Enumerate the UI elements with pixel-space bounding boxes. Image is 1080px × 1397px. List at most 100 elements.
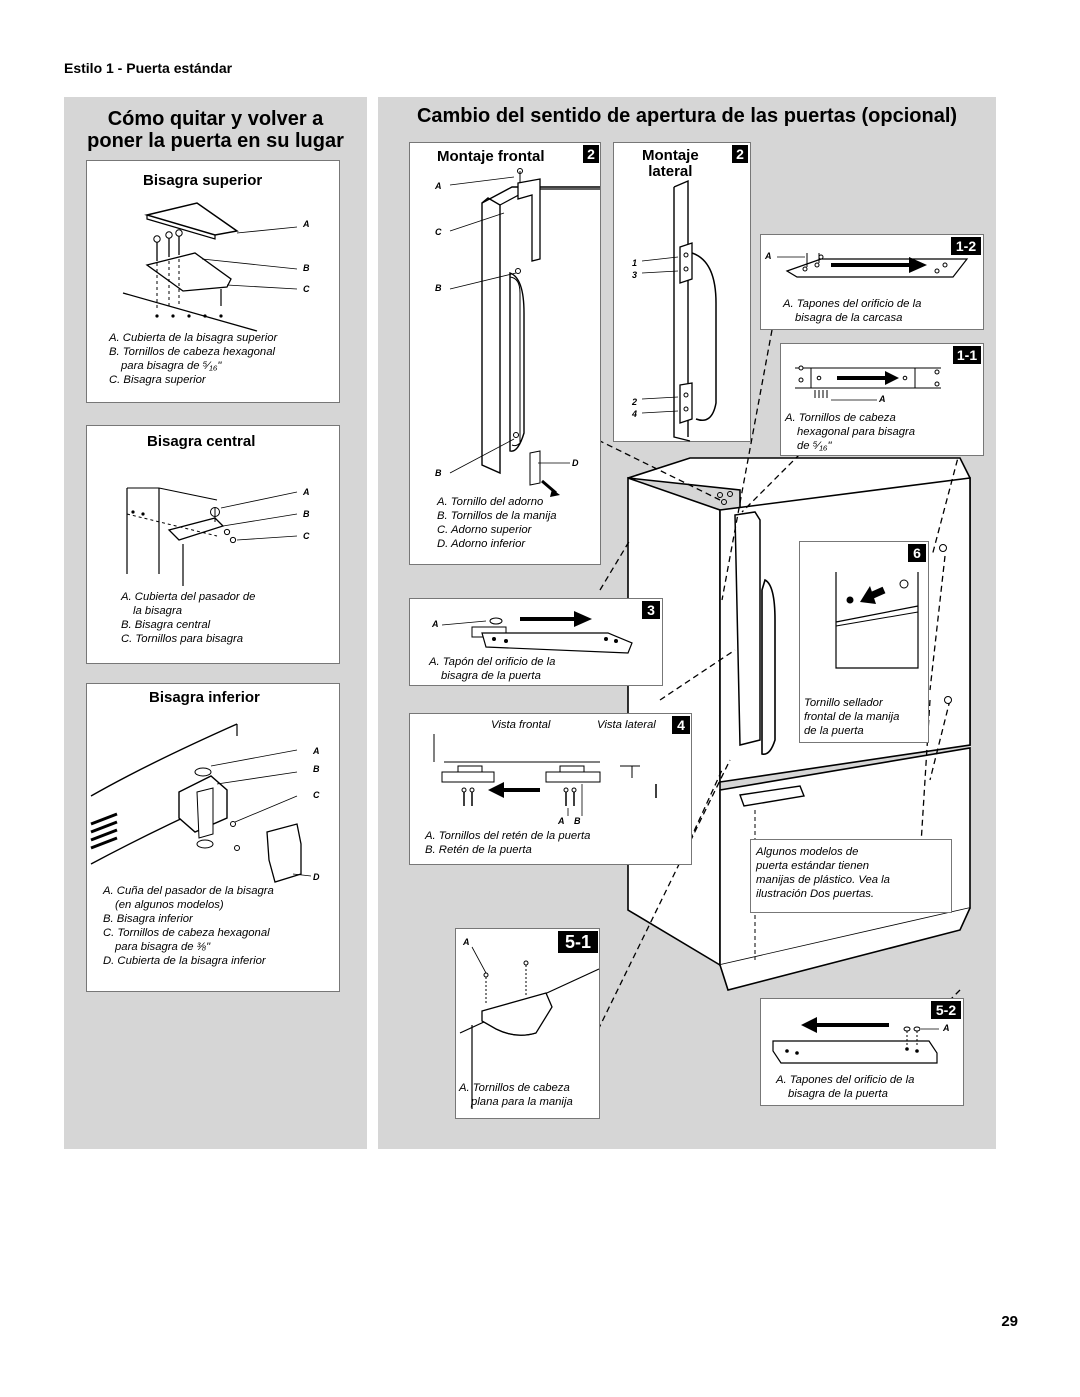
- step-3-box: 3 A A. Tapón del orificio de la bisagra …: [409, 598, 663, 686]
- step-6-caption-2: frontal de la manija: [804, 711, 900, 723]
- step-1-1-captions: A. Tornillos de cabeza hexagonal para bi…: [785, 411, 915, 453]
- step-1-2-box: 1-2 A A. Tapones del orificio de la bisa…: [760, 234, 984, 330]
- step-4-caption-b: B. Retén de la puerta: [425, 844, 532, 856]
- step-4-diagram: [433, 734, 657, 816]
- step-5-2-box: 5-2 A A. Tapones del orificio de la bisa…: [760, 998, 964, 1106]
- top-hinge-title: Bisagra superior: [143, 172, 263, 189]
- bottom-hinge-label-d: D: [313, 872, 320, 882]
- center-hinge-title: Bisagra central: [147, 433, 256, 450]
- front-mount-label-b: B: [435, 283, 442, 293]
- step-5-1-label-a: A: [463, 937, 470, 947]
- step-5-1-captions: A. Tornillos de cabeza plana para la man…: [459, 1081, 573, 1109]
- step-6-caption-3: de la puerta: [804, 725, 864, 737]
- left-panel-title: Cómo quitar y volver a poner la puerta e…: [64, 108, 367, 152]
- top-hinge-caption-b: B. Tornillos de cabeza hexagonal: [109, 346, 276, 358]
- center-hinge-caption-c: C. Tornillos para bisagra: [121, 633, 244, 645]
- step-5-1-box: 5-1 A A. Tornillos de cabeza plana para …: [455, 928, 600, 1119]
- center-hinge-box: Bisagra central A B C A. Cubierta del pa…: [86, 425, 340, 664]
- step-6-box: 6 Tornillo sellador frontal de la manija…: [799, 541, 929, 743]
- front-mount-label-b2: B: [435, 468, 442, 478]
- step-5-1-caption-a2: plana para la manija: [471, 1096, 573, 1108]
- step-5-1-badge: 5-1: [558, 931, 598, 953]
- step-1-2-label-a: A: [765, 251, 772, 261]
- front-mount-captions: A. Tornillo del adorno B. Tornillos de l…: [437, 495, 557, 551]
- bottom-hinge-caption-c: C. Tornillos de cabeza hexagonal: [103, 927, 270, 939]
- side-mount-label-1: 1: [632, 258, 638, 268]
- step-5-2-caption-a: A. Tapones del orificio de la: [776, 1074, 915, 1086]
- note-box: Algunos modelos de puerta estándar tiene…: [750, 839, 952, 913]
- step-1-1-label-a: A: [879, 394, 886, 404]
- top-hinge-caption-a: A. Cubierta de la bisagra superior: [109, 332, 278, 344]
- center-hinge-label-c: C: [303, 531, 310, 541]
- note-line-4: ilustración Dos puertas.: [756, 888, 875, 900]
- step-6-caption-1: Tornillo sellador: [804, 697, 883, 709]
- bottom-hinge-box: Bisagra inferior A B C D A. Cuña del pas…: [86, 683, 340, 992]
- left-title-line2: poner la puerta en su lugar: [87, 130, 344, 152]
- side-mount-label-2: 2: [632, 397, 638, 407]
- bottom-hinge-caption-b: B. Bisagra inferior: [103, 913, 193, 925]
- side-mount-diagram: [641, 179, 717, 442]
- bottom-hinge-caption-a2: (en algunos modelos): [115, 899, 224, 911]
- step-1-1-caption-a3: de ⁵⁄₁₆": [797, 440, 832, 452]
- step-6-captions: Tornillo sellador frontal de la manija d…: [804, 696, 899, 738]
- center-hinge-label-b: B: [303, 509, 310, 519]
- step-3-caption-a2: bisagra de la puerta: [441, 670, 541, 682]
- style-label: Estilo 1 - Puerta estándar: [64, 60, 233, 76]
- bottom-hinge-label-a: A: [313, 746, 320, 756]
- step-1-1-caption-a2: hexagonal para bisagra: [797, 426, 916, 438]
- page-number: 29: [1001, 1313, 1018, 1330]
- side-mount-badge: 2: [732, 145, 748, 163]
- step-1-1-box: 1-1 A A. Tornillos de cabeza hexagonal p…: [780, 343, 984, 456]
- step-4-view-side: Vista lateral: [597, 719, 656, 731]
- step-5-1-diagram: [459, 946, 600, 1109]
- top-hinge-label-b: B: [303, 263, 310, 273]
- step-5-2-caption-a2: bisagra de la puerta: [788, 1088, 888, 1100]
- step-3-badge: 3: [642, 601, 660, 619]
- step-4-captions: A. Tornillos del retén de la puerta B. R…: [425, 829, 590, 857]
- bottom-hinge-caption-a: A. Cuña del pasador de la bisagra: [103, 885, 274, 897]
- step-4-view-front: Vista frontal: [491, 719, 551, 731]
- bottom-hinge-caption-c2: para bisagra de ⅜": [115, 941, 211, 953]
- front-mount-title: Montaje frontal: [437, 148, 545, 165]
- side-mount-label-4: 4: [632, 409, 638, 419]
- side-mount-label-3: 3: [632, 270, 638, 280]
- step-1-2-diagram: [777, 253, 969, 278]
- front-mount-caption-d: D. Adorno inferior: [437, 538, 526, 550]
- step-1-2-captions: A. Tapones del orificio de la bisagra de…: [783, 297, 921, 325]
- bottom-hinge-captions: A. Cuña del pasador de la bisagra (en al…: [103, 884, 274, 968]
- step-6-badge: 6: [908, 544, 926, 562]
- step-4-box: Vista frontal Vista lateral 4 A B A. Tor…: [409, 713, 692, 865]
- bottom-hinge-label-c: C: [313, 790, 320, 800]
- front-mount-badge: 2: [583, 145, 599, 163]
- step-1-2-caption-a2: bisagra de la carcasa: [795, 312, 903, 324]
- side-mount-box: Montaje lateral 2 1 3 2 4: [613, 142, 751, 442]
- step-1-2-caption-a: A. Tapones del orificio de la: [783, 298, 922, 310]
- front-mount-label-c: C: [435, 227, 442, 237]
- top-hinge-box: Bisagra superior A B C A. Cubierta de la…: [86, 160, 340, 403]
- side-mount-title-line2: lateral: [648, 163, 693, 180]
- step-4-caption-a: A. Tornillos del retén de la puerta: [425, 830, 591, 842]
- center-hinge-label-a: A: [303, 487, 310, 497]
- step-1-2-badge: 1-2: [951, 237, 981, 255]
- note-line-2: puerta estándar tienen: [756, 860, 870, 872]
- top-hinge-label-c: C: [303, 284, 310, 294]
- step-1-1-caption-a: A. Tornillos de cabeza: [785, 412, 896, 424]
- step-5-2-badge: 5-2: [931, 1001, 961, 1019]
- center-hinge-caption-b: B. Bisagra central: [121, 619, 211, 631]
- front-mount-label-a: A: [435, 181, 442, 191]
- center-hinge-captions: A. Cubierta del pasador de la bisagra B.…: [121, 590, 255, 646]
- top-hinge-caption-b2: para bisagra de ⁵⁄₁₆": [121, 360, 222, 372]
- step-3-caption-a: A. Tapón del orificio de la: [429, 656, 556, 668]
- front-mount-label-d: D: [572, 458, 579, 468]
- bottom-hinge-title: Bisagra inferior: [149, 689, 260, 706]
- step-4-badge: 4: [672, 716, 690, 734]
- right-panel-title: Cambio del sentido de apertura de las pu…: [416, 105, 958, 127]
- front-mount-caption-a: A. Tornillo del adorno: [437, 496, 544, 508]
- note-text: Algunos modelos de puerta estándar tiene…: [756, 845, 890, 901]
- step-5-1-caption-a: A. Tornillos de cabeza: [459, 1082, 570, 1094]
- step-3-label-a: A: [432, 619, 439, 629]
- step-5-2-diagram: [772, 1017, 939, 1064]
- front-mount-diagram: [449, 168, 600, 497]
- center-hinge-caption-a2: la bisagra: [133, 605, 182, 617]
